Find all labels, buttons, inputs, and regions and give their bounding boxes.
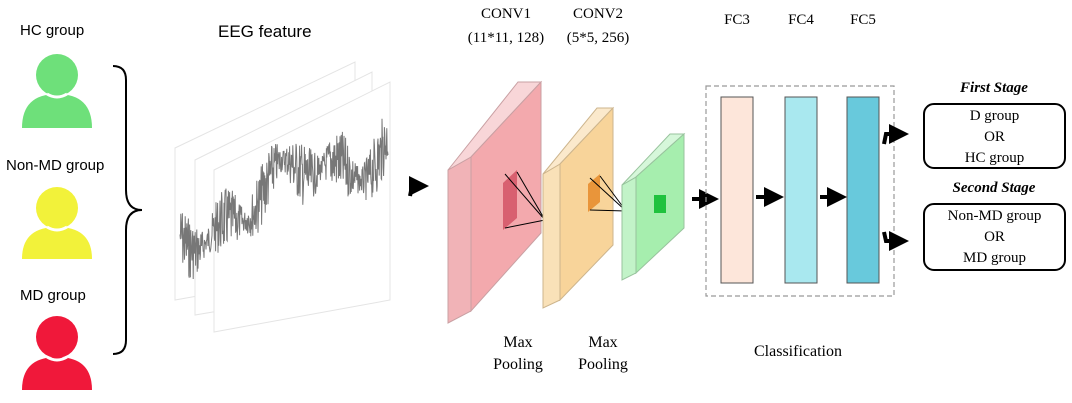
first-stage-box xyxy=(923,103,1066,169)
conv1-label: CONV1 xyxy=(480,6,532,22)
eeg-feature-sheets xyxy=(174,61,391,333)
pooling2-line2: Pooling xyxy=(578,356,628,373)
pooling1-line2: Pooling xyxy=(493,356,543,373)
first-stage-arrow xyxy=(882,124,909,145)
first-stage-content: D group OR HC group xyxy=(924,106,1065,169)
fc4-layer xyxy=(784,96,818,284)
pooling2-line1: Max xyxy=(588,334,618,351)
second-stage-content: Non-MD group OR MD group xyxy=(924,206,1065,269)
conv1-block xyxy=(447,80,546,324)
second-stage-arrow xyxy=(882,231,909,251)
classification-dashed-box xyxy=(705,85,895,297)
second-stage-box xyxy=(923,203,1066,271)
fc4-label: FC4 xyxy=(788,12,814,28)
first-stage-title: First Stage xyxy=(960,80,1028,96)
conv2-params: (5*5, 256) xyxy=(566,30,630,46)
grouping-brace xyxy=(112,65,143,355)
first-stage-line2: OR xyxy=(984,129,1005,145)
second-stage-line3: MD group xyxy=(963,250,1026,266)
conv3-block xyxy=(621,132,686,281)
second-stage-line2: OR xyxy=(984,229,1005,245)
fc5-label: FC5 xyxy=(850,12,876,28)
eeg-feature-label: EEG feature xyxy=(218,22,312,41)
eeg-signal-wave xyxy=(179,118,389,280)
hc-group-label: HC group xyxy=(20,22,85,39)
conv2-label: CONV2 xyxy=(572,6,624,22)
second-stage-line1: Non-MD group xyxy=(947,208,1042,224)
input-arrow xyxy=(408,176,429,197)
fc5-layer xyxy=(846,96,880,284)
conv2-block xyxy=(542,106,627,309)
hc-person-icon xyxy=(22,54,92,128)
md-group-label: MD group xyxy=(20,287,86,304)
first-stage-line3: HC group xyxy=(964,150,1025,166)
second-stage-title: Second Stage xyxy=(952,180,1036,196)
conv1-params: (11*11, 128) xyxy=(467,30,545,46)
fc3-label: FC3 xyxy=(724,12,750,28)
first-stage-line1: D group xyxy=(969,108,1020,124)
md-person-icon xyxy=(22,316,92,390)
classification-label: Classification xyxy=(754,343,842,360)
pooling1-line1: Max xyxy=(503,334,533,351)
nonmd-group-label: Non-MD group xyxy=(6,157,105,174)
nonmd-person-icon xyxy=(22,187,92,259)
fc3-layer xyxy=(720,96,754,284)
